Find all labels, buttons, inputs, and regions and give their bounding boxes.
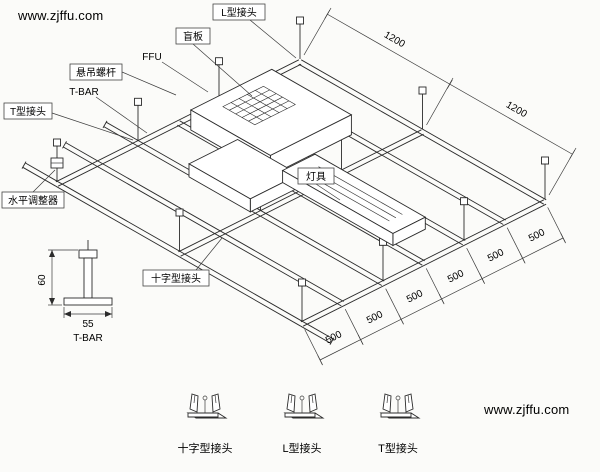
light-fixture-label: 灯具 [306, 171, 326, 183]
l-joint-label: L型接头 [221, 6, 257, 19]
dimension-top-run: 1200 1200 [303, 7, 577, 196]
t-joint-icon [380, 393, 420, 419]
dim-500-5: 500 [486, 247, 506, 265]
t-joint-label: T型接头 [10, 105, 46, 118]
cross-joint-label: 十字型接头 [151, 272, 201, 285]
callout-labels: L型接头 盲板 FFU 悬吊螺杆 T-BAR T型接头 水平调整器 灯具 十字型… [1, 3, 335, 287]
tbar-detail: 60 55 T-BAR [37, 240, 113, 344]
l-joint-label-box [212, 3, 266, 21]
cross-joint-label-box [142, 269, 210, 287]
dimension-bottom-run: 500 500 500 500 500 500 [304, 207, 567, 366]
dim-500-6: 500 [527, 227, 547, 245]
dim-500-4: 500 [446, 268, 466, 286]
watermark-top: www.zjffu.com [17, 8, 103, 23]
dim-500-1: 500 [324, 329, 344, 347]
legend-l-joint-label: L型接头 [282, 441, 321, 455]
legend: 十字型接头 L型接头 T型接头 [178, 393, 420, 455]
watermark-bottom: www.zjffu.com [483, 402, 569, 417]
t-bar-label: T-BAR [69, 87, 98, 98]
legend-cross-joint-label: 十字型接头 [178, 441, 233, 455]
ffu-label: FFU [142, 52, 161, 63]
light-fixture-label-box [297, 167, 335, 185]
dim-500-2: 500 [365, 309, 385, 327]
callout-leaders [32, 19, 341, 271]
t-joint-label-box [3, 102, 53, 120]
dim-detail-width: 55 [82, 319, 94, 330]
tbar-detail-label: T-BAR [73, 333, 102, 344]
blind-panel-label: 盲板 [183, 30, 203, 43]
cross-joint-icon [187, 393, 227, 419]
blind-panel-label-box [175, 27, 211, 45]
level-adjuster-label-box [1, 191, 65, 209]
dim-500-3: 500 [405, 288, 425, 306]
blind-panel-hatch [222, 85, 296, 126]
legend-t-joint-label: T型接头 [378, 441, 418, 455]
level-adjuster-label: 水平调整器 [8, 194, 58, 207]
level-adjuster [50, 157, 64, 169]
hanging-rod-label: 悬吊螺杆 [76, 67, 116, 79]
hanging-rod-label-box [69, 63, 123, 81]
dim-detail-height: 60 [37, 274, 48, 286]
l-joint-icon [284, 393, 324, 419]
